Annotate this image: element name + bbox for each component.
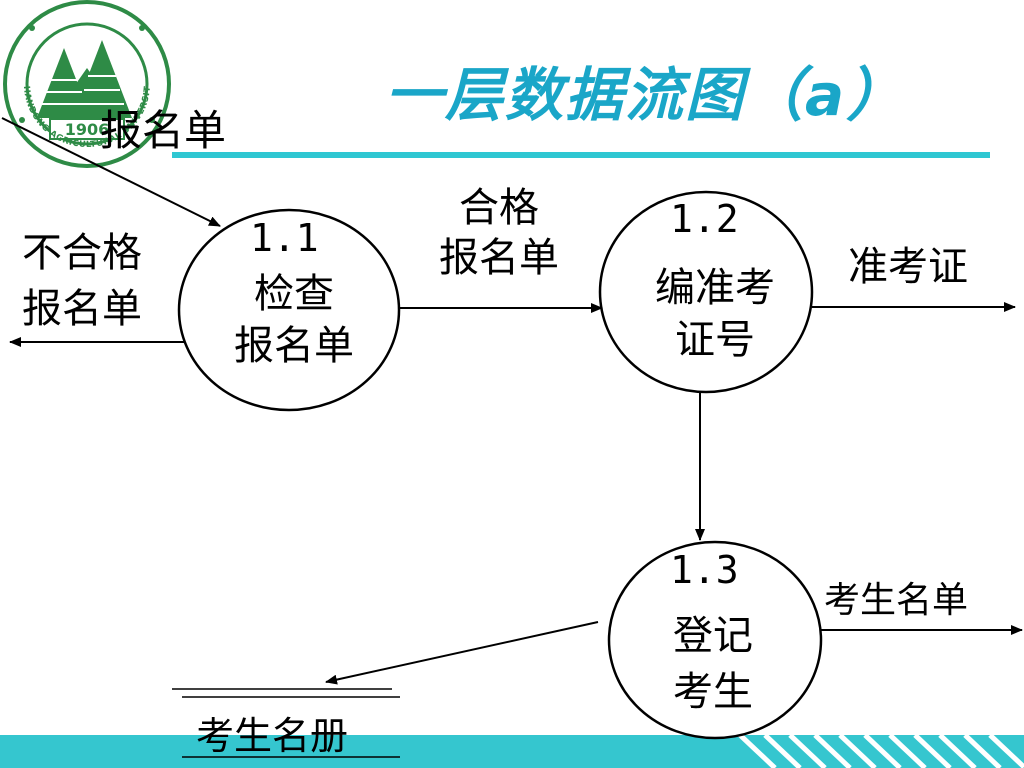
process-1-1-name: 检查 报名单: [234, 271, 354, 369]
flow-candidate-list-label: 考生名单: [824, 580, 969, 621]
flow-input-label: 报名单: [100, 106, 227, 155]
process-1-3-circle: [607, 540, 823, 740]
process-1-2-name: 编准考 证号: [655, 265, 775, 363]
page-title: 一层数据流图（a）: [385, 61, 907, 129]
university-seal-icon: 1906 SHANDONG AGRICULTURAL UNIVERSITY: [2, 0, 171, 168]
flow-rejected-label: 不合格 报名单: [22, 230, 142, 332]
flow-qualified-label: 合格 报名单: [439, 185, 559, 281]
process-1-2-id: 1.2: [670, 197, 739, 241]
seal-year: 1906: [65, 120, 110, 139]
flow-input-arrow: [1, 117, 221, 227]
data-store-label: 考生名册: [196, 714, 349, 758]
flow-ticket-label: 准考证: [848, 244, 968, 290]
process-1-1-circle: [177, 208, 401, 412]
process-1-3-name: 登记 考生: [673, 613, 753, 715]
title-underline: [172, 152, 990, 158]
process-1-2-circle: [598, 190, 814, 394]
process-1-3-id: 1.3: [670, 548, 739, 592]
flow-to-store-arrow: [325, 621, 599, 685]
process-1-1-id: 1.1: [250, 216, 319, 260]
